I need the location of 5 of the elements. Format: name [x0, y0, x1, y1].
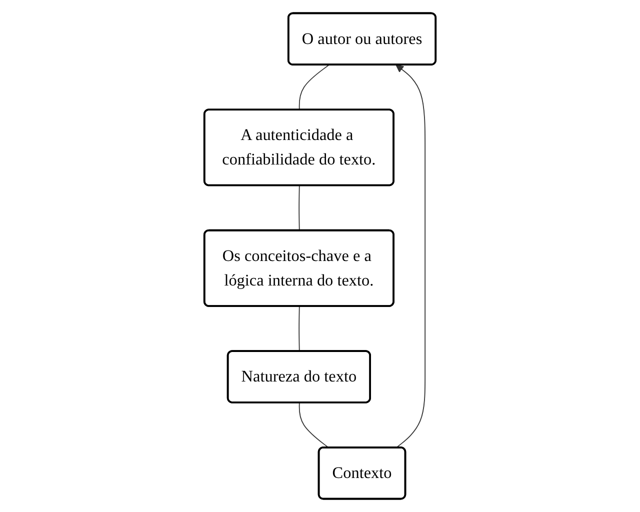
connector	[298, 64, 330, 110]
connector	[298, 306, 300, 352]
arrow	[396, 64, 426, 448]
connector	[298, 402, 330, 448]
connector	[298, 185, 300, 232]
